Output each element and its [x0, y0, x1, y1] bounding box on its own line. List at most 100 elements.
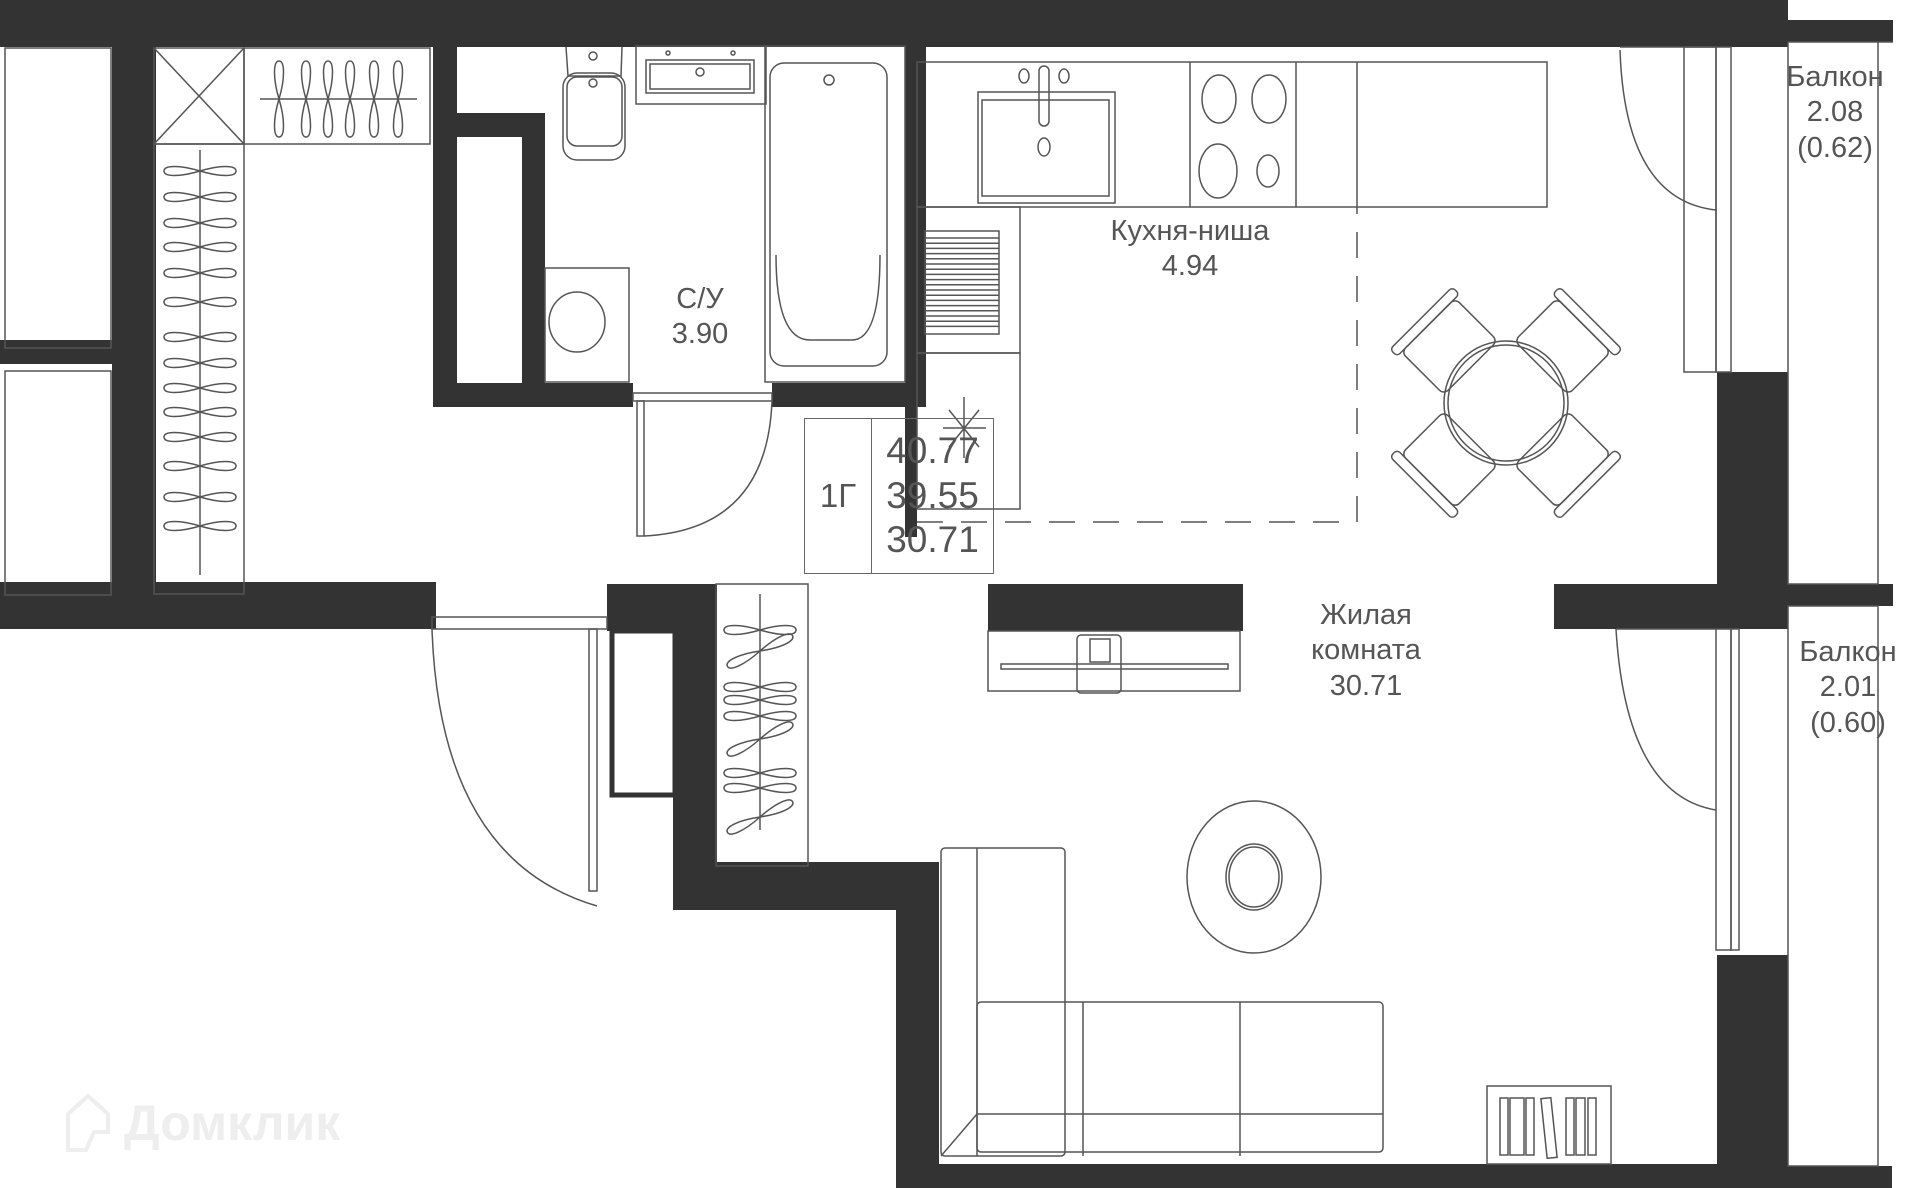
hanger-icon [273, 60, 285, 138]
bathtub-icon [764, 45, 906, 383]
sink-icon [635, 45, 767, 105]
hanger-icon [163, 267, 237, 279]
wall-right-lower [1717, 955, 1788, 1188]
tv-icon [987, 630, 1241, 694]
toilet-icon [562, 46, 626, 161]
room-name-line1: Жилая [1320, 599, 1412, 631]
hanger-icon [163, 460, 237, 472]
cooktop-icon [1198, 74, 1287, 199]
wall-bath-left [433, 47, 457, 407]
hanger-icon [163, 382, 237, 394]
balcony-door-upper-icon [1619, 46, 1732, 373]
hanger-icon [723, 710, 797, 722]
wall-living-left [896, 862, 939, 1188]
room-label-balcony-1: Балкон 2.08 (0.62) [1770, 60, 1900, 166]
house-logo-icon [66, 1093, 110, 1152]
hangers-left [163, 165, 237, 532]
hanger-icon [723, 624, 797, 636]
apartment-summary: 1Г 40.77 39.55 30.71 [804, 418, 994, 574]
hanger-icon [344, 60, 356, 138]
hanger-icon [726, 721, 794, 757]
hanger-icon [723, 694, 797, 706]
wardrobe-icon [153, 47, 809, 867]
entrance-door-icon [431, 616, 678, 907]
hanger-icon [163, 491, 237, 503]
living-area: 30.71 [886, 519, 979, 561]
hanger-icon [300, 60, 312, 138]
room-name: Кухня-ниша [1110, 215, 1270, 247]
coffee-table-icon [1186, 800, 1322, 954]
watermark-text: Домклик [124, 1095, 341, 1151]
wall-left-divider [0, 340, 156, 364]
kitchen-counter [916, 61, 1548, 510]
storage-box-lower [4, 370, 112, 596]
hanger-icon [723, 782, 797, 794]
hanger-icon [322, 60, 334, 138]
hanger-icon [163, 520, 237, 532]
dining-table-icon [1390, 287, 1622, 519]
total-area: 40.77 [886, 430, 979, 472]
hanger-icon [163, 331, 237, 343]
hanger-icon [723, 767, 797, 779]
bathroom-door-icon [632, 392, 773, 537]
hanger-icon [163, 191, 237, 203]
dishwasher-icon [924, 230, 1000, 335]
wall-top [0, 0, 1788, 47]
kitchen-sink-icon [977, 65, 1116, 204]
kitchen-zone-boundary [917, 207, 1358, 523]
wall-left-pillar [112, 47, 156, 582]
balcony-1-outline [1787, 41, 1879, 585]
room-area: 2.08 [1806, 96, 1864, 129]
room-label-living: Жилая комната 30.71 [1266, 598, 1466, 704]
storage-box-upper [4, 47, 112, 349]
wall-tv [988, 584, 1243, 631]
wall-corridor [673, 584, 717, 910]
apartment-areas: 40.77 39.55 30.71 [872, 419, 993, 573]
fridge-icon [943, 397, 986, 458]
hanger-icon [723, 681, 797, 693]
wall-hall-bottom [0, 582, 436, 629]
balcony-door-lower-icon [1615, 628, 1740, 951]
area-without-balcony: 39.55 [886, 474, 979, 516]
washing-machine-icon [544, 267, 630, 383]
wall-corridor-bottom [673, 862, 939, 910]
wall-bottom [896, 1164, 1720, 1188]
hanger-icon [163, 165, 237, 177]
watermark: Домклик [64, 1092, 340, 1154]
balcony-2-outline [1787, 605, 1879, 1167]
room-name: С/У [676, 283, 724, 315]
room-reduced-area: (0.62) [1797, 131, 1873, 164]
wall-bath-bottom-left [433, 383, 633, 407]
wall-right-upper [1717, 372, 1788, 612]
fixtures [4, 41, 1893, 1167]
hanger-icon [368, 60, 380, 138]
wall-bath-bottom-right [772, 383, 926, 407]
wall-bath-shaft-right [522, 113, 545, 383]
sofa-icon [940, 847, 1384, 1157]
room-area: 4.94 [1161, 250, 1219, 283]
room-label-kitchen: Кухня-ниша 4.94 [1080, 214, 1300, 285]
room-area: 30.71 [1329, 669, 1403, 702]
hanger-icon [163, 431, 237, 443]
room-name-line2: комната [1311, 634, 1421, 667]
hangers-top [273, 60, 404, 138]
hanger-icon [392, 60, 404, 138]
bookshelf-icon [1486, 1085, 1612, 1165]
room-name: Балкон [1786, 61, 1884, 93]
room-label-bathroom: С/У 3.90 [650, 282, 750, 353]
room-area: 2.01 [1819, 671, 1877, 704]
hanger-icon [163, 241, 237, 253]
wall-right-mid-stub [1554, 584, 1788, 629]
hanger-icon [726, 633, 794, 669]
hanger-icon [163, 406, 237, 418]
room-label-balcony-2: Балкон 2.01 (0.60) [1786, 635, 1910, 741]
apartment-type: 1Г [805, 419, 872, 573]
wall-balcony-top [1788, 20, 1893, 42]
room-reduced-area: (0.60) [1810, 706, 1886, 739]
hanger-icon [163, 357, 237, 369]
hangers-corridor [723, 624, 797, 835]
hanger-icon [163, 217, 237, 229]
room-name: Балкон [1799, 636, 1897, 668]
